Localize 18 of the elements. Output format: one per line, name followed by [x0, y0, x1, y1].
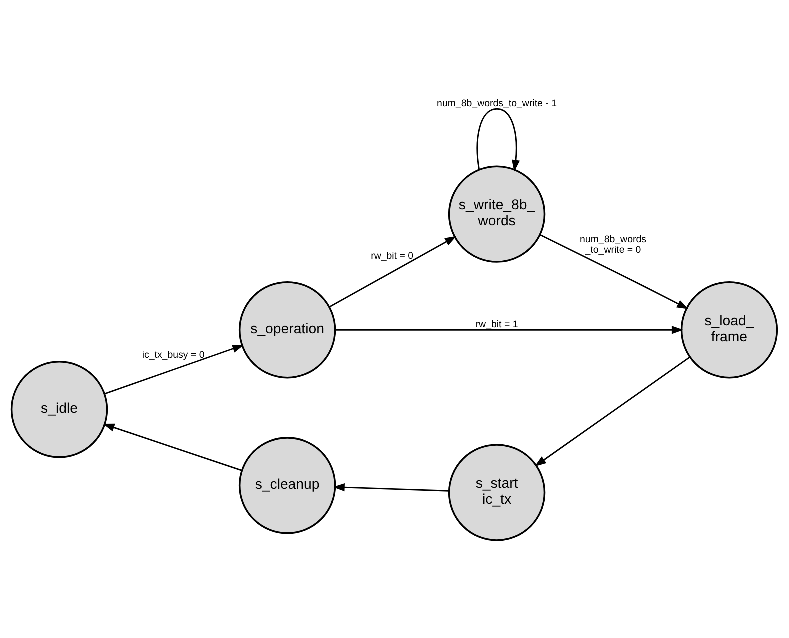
edge-label: ic_tx_busy = 0 — [142, 350, 205, 361]
edge-label: rw_bit = 1 — [476, 318, 518, 330]
arrow — [103, 423, 242, 471]
arrow — [476, 108, 520, 172]
edge-label: num_8b_words_to_write - 1 — [437, 98, 557, 109]
arrow — [329, 236, 457, 308]
edge-label: num_8b_words _to_write = 0 — [580, 234, 646, 256]
arrow — [336, 326, 684, 334]
node-circle: s_idle — [10, 360, 108, 458]
node-circle: s_write_8b_ words — [448, 165, 546, 262]
arrow — [104, 344, 244, 394]
node-circle: s_operation — [238, 281, 336, 378]
node-circle: s_cleanup — [238, 436, 336, 534]
arrow — [534, 356, 690, 466]
arrow — [333, 483, 450, 492]
node-circle: s_load_ frame — [680, 281, 778, 378]
edge-label: rw_bit = 0 — [371, 250, 414, 262]
arrow — [540, 234, 689, 309]
